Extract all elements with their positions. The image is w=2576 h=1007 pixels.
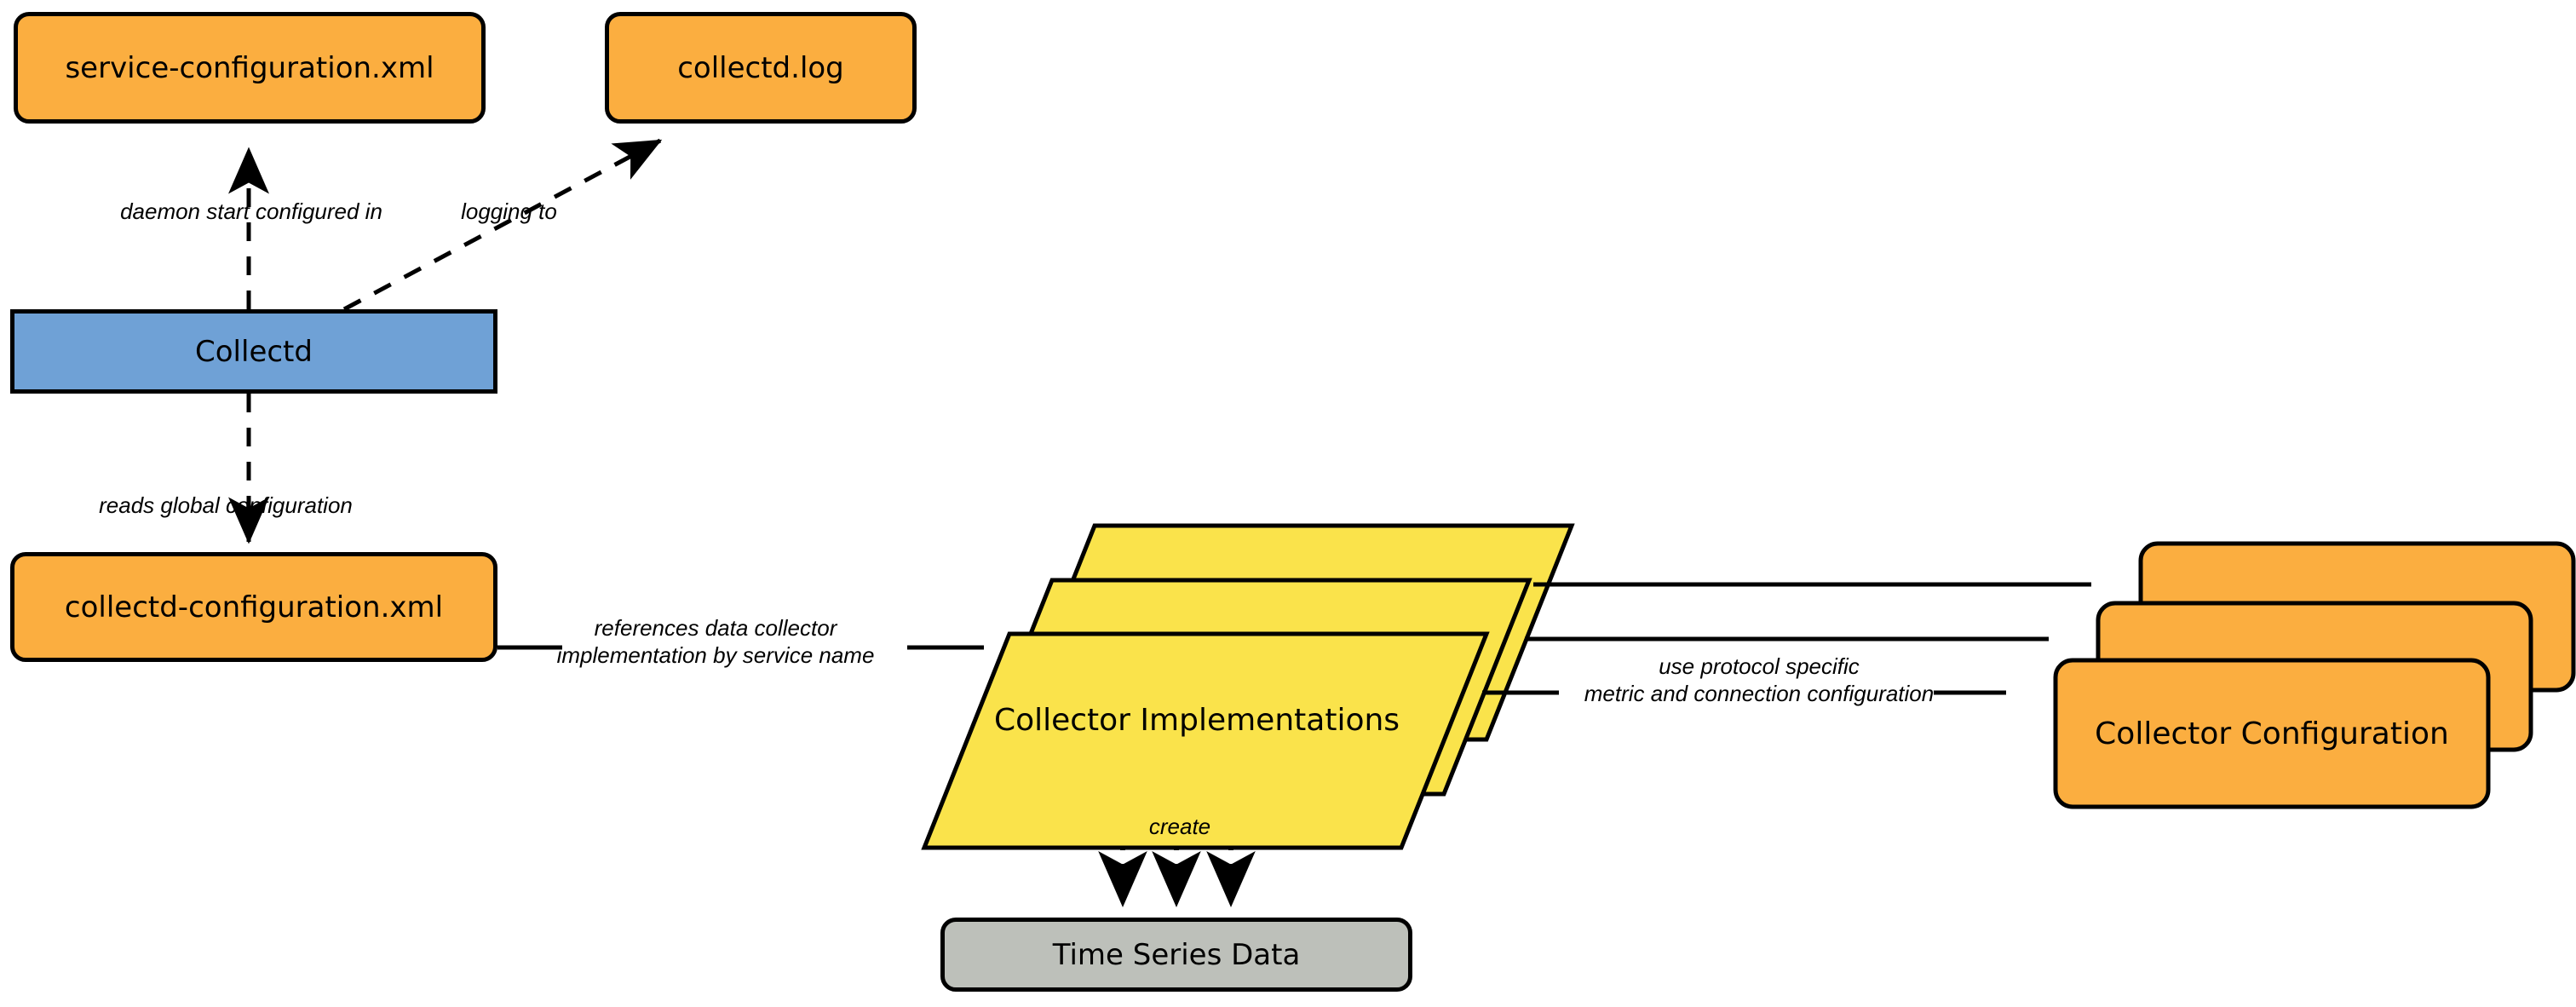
edge-label-reads-global-configuration: reads global configuration xyxy=(99,492,353,518)
edge-logging-to xyxy=(342,138,663,312)
node-collectd-configuration-xml[interactable] xyxy=(10,552,497,662)
edge-create xyxy=(1098,848,1256,907)
edge-label-logging-to: logging to xyxy=(461,199,557,224)
edge-label-protocol-line2: metric and connection configuration xyxy=(1584,680,1935,706)
edge-label-references-line2: implementation by service name xyxy=(556,642,875,668)
edge-label-daemon-start: daemon start configured in xyxy=(120,199,382,224)
collector-implementations-front[interactable] xyxy=(921,631,1490,850)
node-collectd[interactable] xyxy=(10,309,497,394)
edge-label-create: create xyxy=(1148,814,1211,839)
collector-configuration-front[interactable] xyxy=(2053,658,2491,809)
node-collectd-log[interactable] xyxy=(605,12,917,124)
edge-label-references-line1: references data collector xyxy=(594,615,837,641)
edge-label-use-protocol-specific: use protocol specific metric and connect… xyxy=(1546,653,1972,707)
collector-implementations-stack[interactable] xyxy=(921,523,1575,850)
edge-label-protocol-line1: use protocol specific xyxy=(1659,653,1860,679)
node-service-configuration-xml[interactable] xyxy=(14,12,486,124)
edge-use-protocol-specific xyxy=(1482,582,2091,695)
collector-configuration-stack[interactable] xyxy=(2053,541,2576,809)
edge-label-references-data-collector: references data collector implementation… xyxy=(520,615,911,669)
node-time-series-data[interactable] xyxy=(940,918,1412,992)
